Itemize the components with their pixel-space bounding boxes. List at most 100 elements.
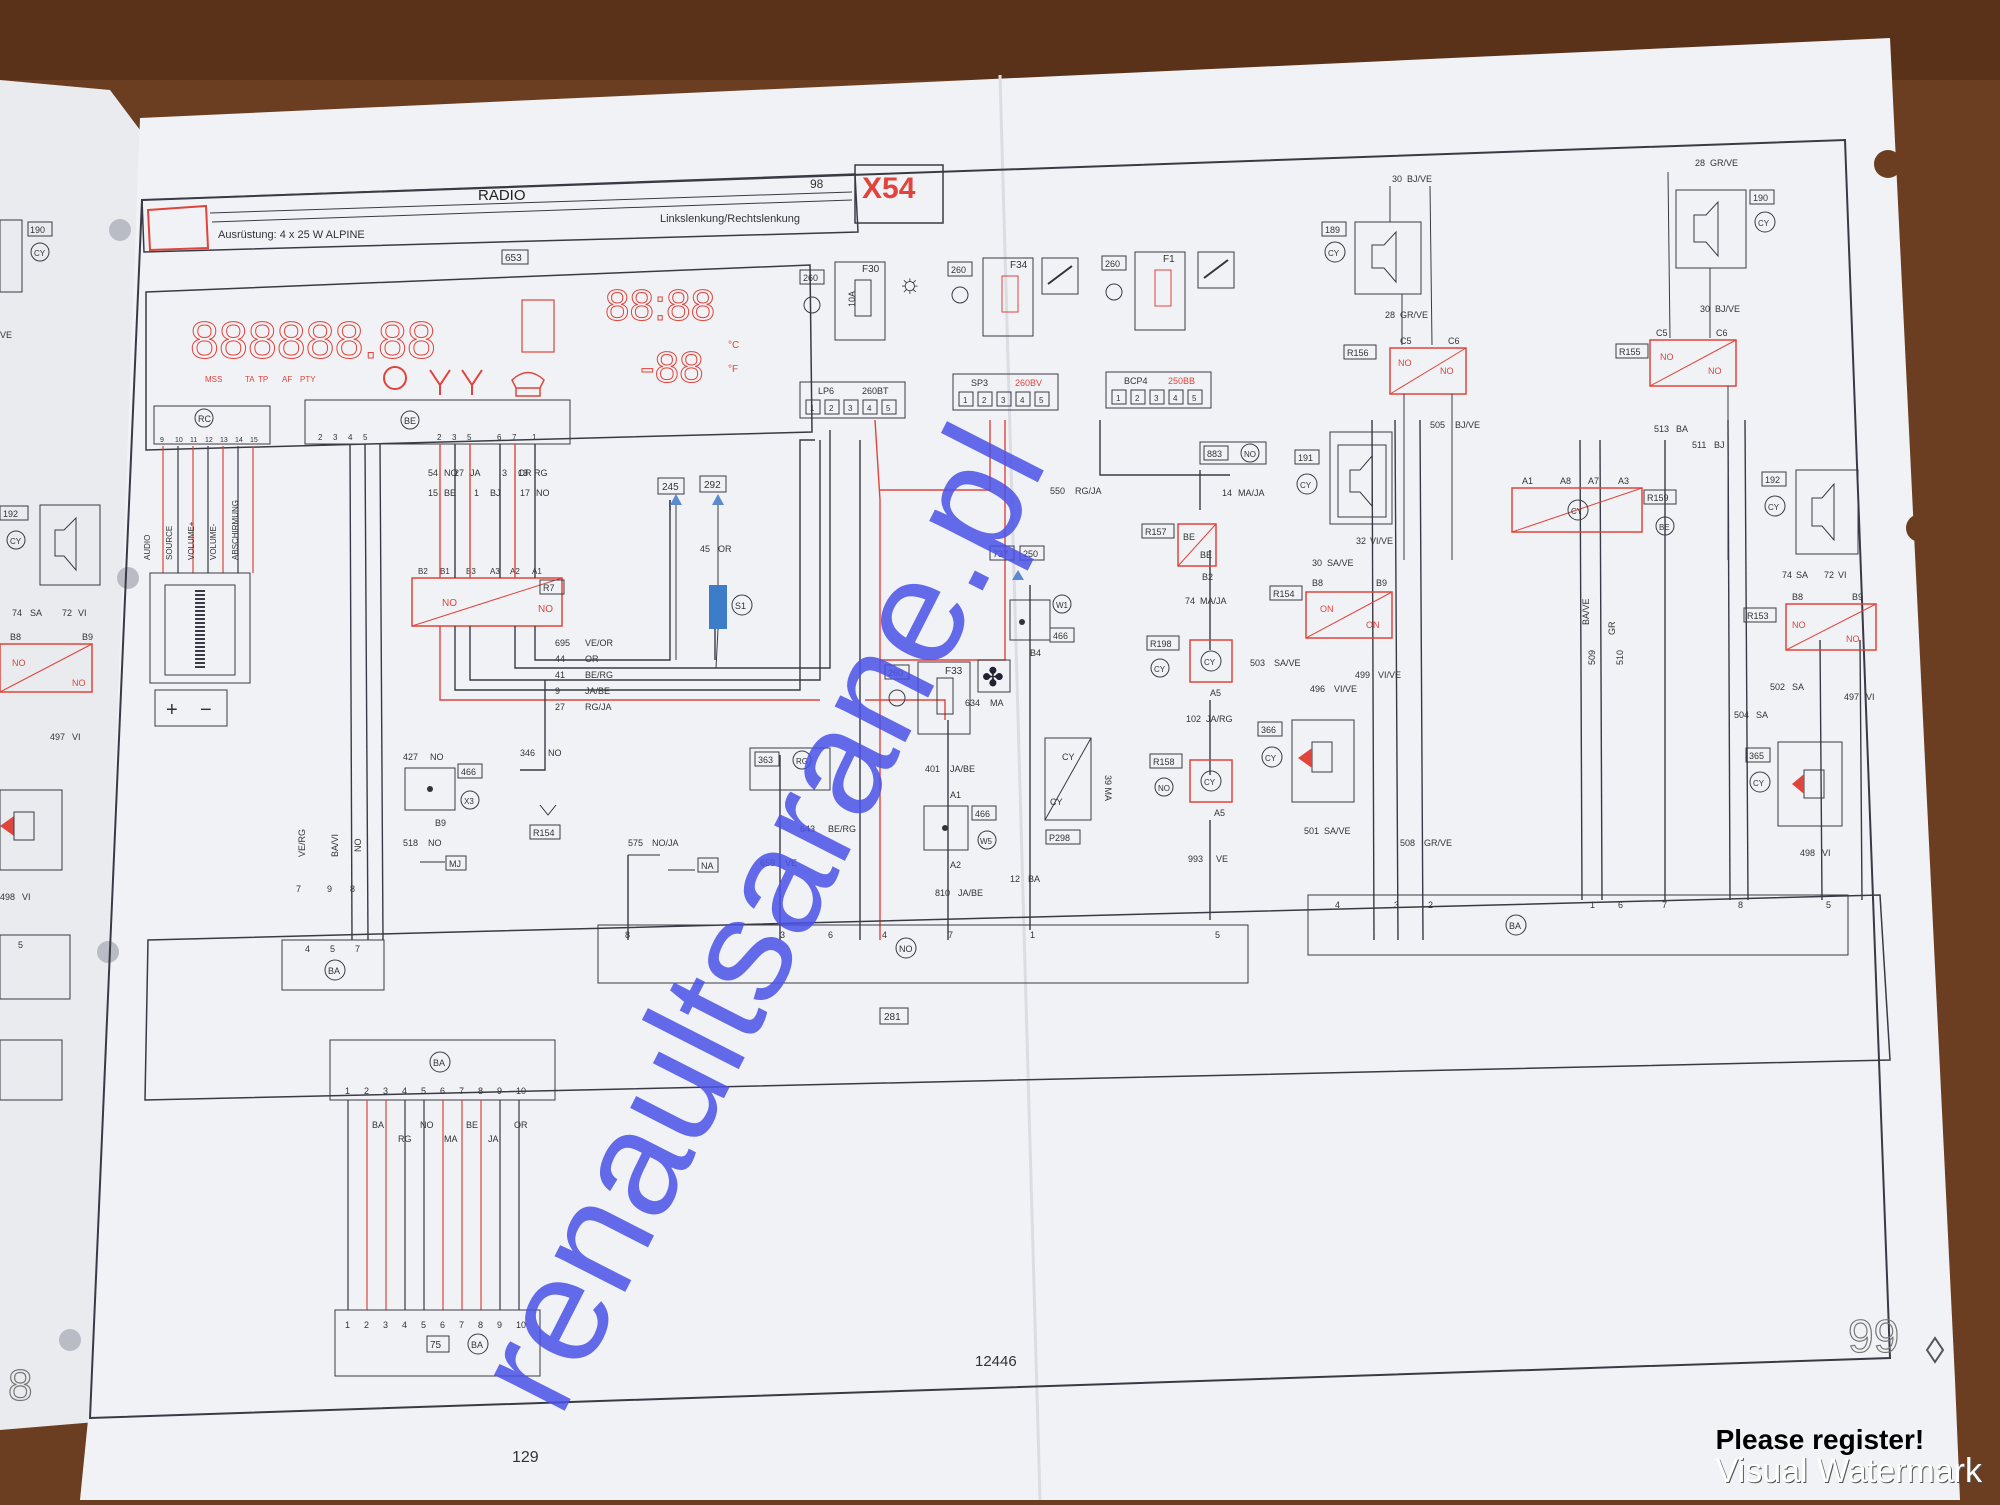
antenna-icon-1 <box>429 369 451 395</box>
svg-text:10A: 10A <box>847 291 857 307</box>
speaker-190: 190 CY 28 GR/VE 30 BJ/VE <box>1667 158 1776 339</box>
strip-pin-label: 5 <box>1192 394 1197 403</box>
strip-pin-box <box>862 399 878 415</box>
rc-plug-body <box>149 572 251 684</box>
p298-module: CY CY 39 MA P298 12 BA <box>1010 737 1113 884</box>
svg-text:NO: NO <box>1158 784 1170 793</box>
ba-right-pin: 5 <box>1826 900 1831 910</box>
rc-pin-label: 11 <box>190 437 197 444</box>
ba-right-pin: 2 <box>1428 900 1433 910</box>
left-page-content: 190 CY VE 192 CY 74 SA 72 VI B8 B9 NO NO… <box>0 219 101 1411</box>
svg-text:NO: NO <box>538 604 553 615</box>
svg-text:C6: C6 <box>1448 336 1460 346</box>
svg-text:F30: F30 <box>862 264 880 275</box>
svg-text:189: 189 <box>1325 225 1340 235</box>
svg-text:B8: B8 <box>1792 592 1803 602</box>
svg-text:C5: C5 <box>1400 336 1412 346</box>
rc-pin-label: 13 <box>220 437 228 444</box>
svg-text:MJ: MJ <box>449 859 461 869</box>
strip-pin-label: 4 <box>1020 396 1025 405</box>
svg-text:505: 505 <box>1430 420 1445 430</box>
rc-vertical-label: ABSCHIRMUNG <box>231 500 240 560</box>
speaker-192: 192 CY 74 SA 72 VI <box>1761 469 1859 580</box>
be-pin-left: 4 <box>348 433 353 442</box>
svg-text:A1: A1 <box>1522 476 1533 486</box>
r7-wire-number: 3 <box>502 468 507 478</box>
strip-body <box>1105 371 1212 409</box>
svg-text:B2: B2 <box>1202 572 1213 582</box>
strip-pin-box <box>881 399 897 415</box>
svg-text:634: 634 <box>965 698 980 708</box>
rc-pin-label: 14 <box>235 437 243 444</box>
strip-pin-label: 1 <box>1116 394 1121 403</box>
r7-wire-color: RG <box>534 468 548 478</box>
strip-pin-box <box>843 399 859 415</box>
svg-text:R153: R153 <box>1747 611 1769 621</box>
svg-text:F1: F1 <box>1163 254 1175 265</box>
no-center-pin: 6 <box>828 930 833 940</box>
be-pin-left: 3 <box>333 433 338 442</box>
svg-text:R159: R159 <box>1647 493 1669 503</box>
ring-1 <box>109 219 131 241</box>
switch-icon-1 <box>1041 257 1079 295</box>
svg-text:366: 366 <box>1261 725 1276 735</box>
r7-wire-number: 13 <box>518 468 528 478</box>
svg-text:363: 363 <box>758 755 773 765</box>
svg-text:BJ: BJ <box>1714 440 1725 450</box>
svg-text:X3: X3 <box>464 797 474 806</box>
antenna-icon-2 <box>461 369 483 395</box>
svg-text:B8: B8 <box>10 632 21 642</box>
svg-text:R154: R154 <box>533 828 555 838</box>
ba-right-pin: 7 <box>1662 900 1667 910</box>
svg-text:883: 883 <box>1207 449 1222 459</box>
ba-bottom-pin: 6 <box>440 1086 445 1096</box>
fan-icon <box>977 659 1011 693</box>
svg-text:NO: NO <box>1846 634 1860 644</box>
svg-text:A5: A5 <box>1214 808 1225 818</box>
unit-celsius: °C <box>728 340 739 351</box>
svg-text:VI: VI <box>72 732 81 742</box>
ba-right-pin: 6 <box>1618 900 1623 910</box>
svg-text:B4: B4 <box>1030 648 1041 658</box>
svg-text:RG: RG <box>796 757 808 766</box>
svg-text:BA: BA <box>328 966 340 976</box>
bottom-wire-color: MA <box>444 1134 458 1144</box>
svg-text:250: 250 <box>1023 549 1038 559</box>
doc-subtitle: Ausrüstung: 4 x 25 W ALPINE <box>218 229 365 241</box>
rc-vertical-label: AUDIO <box>143 535 152 560</box>
ba-bottom-pin: 8 <box>478 1086 483 1096</box>
svg-text:NO: NO <box>1398 358 1412 368</box>
rc-pin-label: 15 <box>250 437 258 444</box>
strip-body <box>799 381 906 419</box>
svg-text:192: 192 <box>3 509 18 519</box>
svg-text:B9: B9 <box>435 818 446 828</box>
svg-text:VE: VE <box>785 858 797 868</box>
svg-text:NO: NO <box>548 748 562 758</box>
diagram-frame <box>88 138 1892 1420</box>
r157-column: 883 NO 14 MA/JA BE BE R157 B2 74 MA/JA C… <box>1141 441 1267 864</box>
fuse-f33: F33 260 ✤ 634 MA 401 JA/BE <box>884 659 1011 774</box>
svg-text:499: 499 <box>1355 670 1370 680</box>
svg-text:VE: VE <box>0 330 12 340</box>
svg-text:30: 30 <box>1312 558 1322 568</box>
svg-text:518: 518 <box>403 838 418 848</box>
svg-text:503: 503 <box>1250 658 1265 668</box>
svg-text:R158: R158 <box>1153 757 1175 767</box>
svg-text:191: 191 <box>1298 453 1313 463</box>
renault-logo-icon <box>1925 1336 1945 1364</box>
svg-text:550: 550 <box>1050 486 1065 496</box>
unit-fahrenheit: °F <box>728 364 738 375</box>
ba-bottom-pin: 1 <box>345 1086 350 1096</box>
bundle-wire-number: 27 <box>555 702 565 712</box>
no-center-pin: 1 <box>1030 930 1035 940</box>
plus-symbol: + <box>166 699 178 721</box>
strip-pin-box <box>1111 389 1127 405</box>
svg-text:CY: CY <box>10 537 22 546</box>
ba-bottom-pin-lower: 6 <box>440 1320 445 1330</box>
strip-pin-box <box>1168 389 1184 405</box>
strip-pin-box <box>1149 389 1165 405</box>
r7-wire-number: 17 <box>520 488 530 498</box>
bundle-wire-number: 695 <box>555 638 570 648</box>
binder-hole-1 <box>1874 150 1902 178</box>
